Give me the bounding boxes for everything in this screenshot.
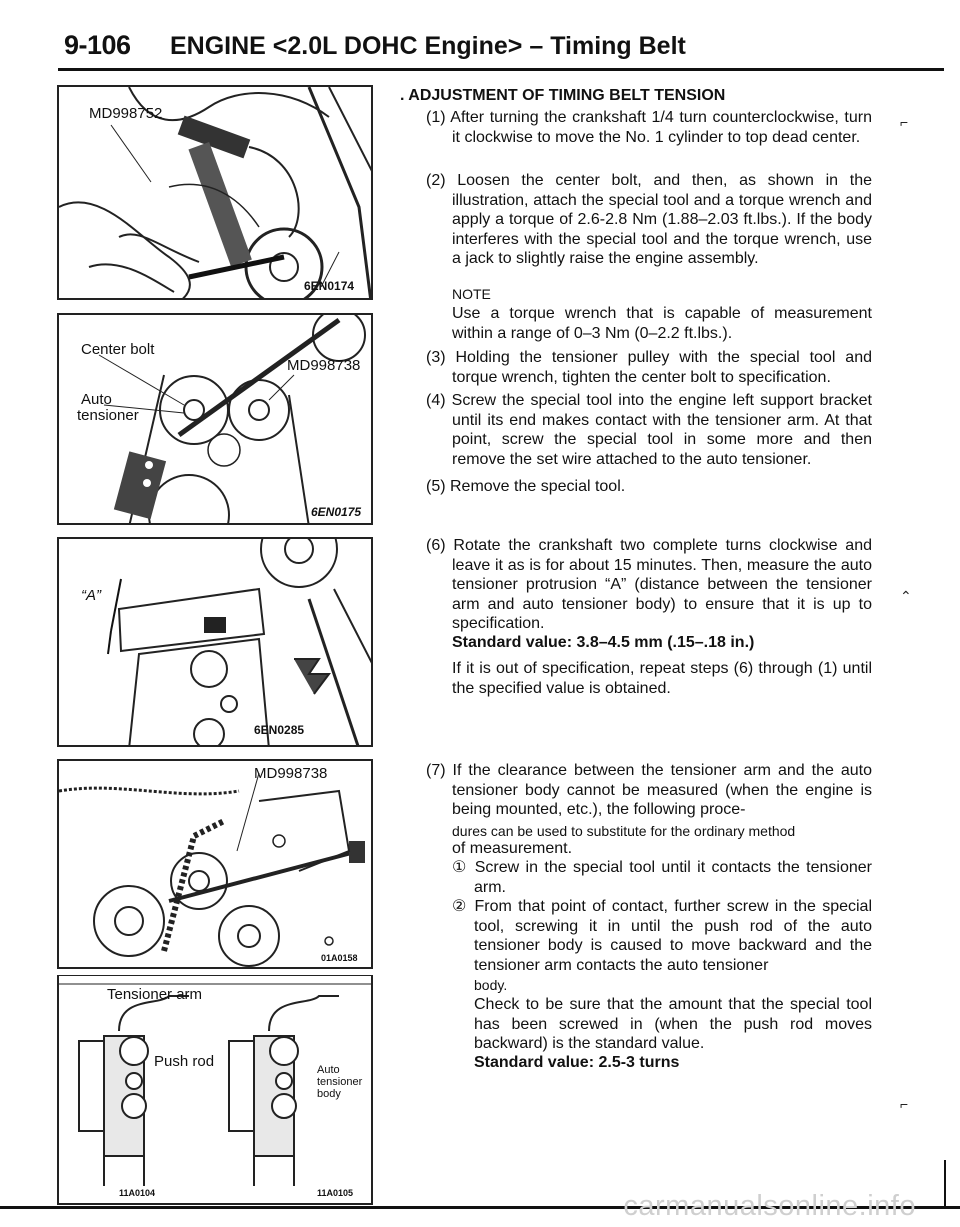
- label-tensioner-arm: Tensioner arm: [107, 986, 203, 1003]
- label-md998752: MD998752: [89, 105, 163, 122]
- figure-2-drawing: [98, 315, 366, 523]
- label-auto: Auto: [81, 391, 112, 408]
- corner-rule: [944, 1160, 946, 1206]
- step-7-text: (7) If the clearance between the tension…: [426, 762, 872, 818]
- section-title: . ADJUSTMENT OF TIMING BELT TENSION: [400, 87, 726, 104]
- figure-code-right: 11A0105: [317, 1188, 354, 1198]
- label-md998738: MD998738: [254, 765, 328, 782]
- figure-code: 6EN0175: [311, 505, 362, 519]
- substep-2: ② From that point of contact, further sc…: [452, 897, 872, 975]
- step-7: (7) If the clearance between the tension…: [426, 761, 872, 820]
- standard-value-protrusion: Standard value: 3.8–4.5 mm (.15–.18 in.): [452, 634, 755, 651]
- step-2-text: (2) Loosen the center bolt, and then, as…: [426, 172, 872, 267]
- margin-mark: ⌐: [900, 114, 909, 130]
- step-3-text: (3) Holding the tensioner pulley with th…: [426, 349, 872, 386]
- figure-center-bolt: Center bolt Auto tensioner MD998738 6EN0…: [57, 313, 373, 525]
- label-auto: Auto: [317, 1064, 340, 1076]
- step-6-repeat-text: If it is out of specification, repeat st…: [452, 660, 872, 697]
- figure-5-drawing: [59, 983, 371, 1186]
- substep-1: ① Screw in the special tool until it con…: [452, 858, 872, 897]
- header-divider: [58, 68, 944, 71]
- substep-2-end: body.: [474, 977, 508, 993]
- figure-protrusion-a: “A” 6EN0285: [57, 537, 373, 747]
- note-text: Use a torque wrench that is capable of m…: [452, 305, 872, 342]
- page-header: 9-106 ENGINE <2.0L DOHC Engine> – Timing…: [0, 0, 960, 80]
- figure-code: 6EN0285: [254, 723, 305, 737]
- label-md998738: MD998738: [287, 357, 361, 374]
- step-5-text: (5) Remove the special tool.: [426, 478, 626, 495]
- note-label: NOTE: [452, 286, 491, 302]
- step-6-repeat: If it is out of specification, repeat st…: [452, 659, 872, 698]
- figure-push-rod: Tensioner arm Push rod Auto tensioner bo…: [57, 975, 373, 1205]
- figure-code: 6EN0174: [304, 279, 355, 293]
- footer-divider: [0, 1206, 960, 1209]
- figure-special-tool-installed: MD998738 01A0158: [57, 759, 373, 969]
- step-6: (6) Rotate the crankshaft two complete t…: [426, 536, 872, 634]
- figure-4-drawing: [59, 772, 365, 967]
- substep-2-text: ② From that point of contact, further sc…: [452, 898, 872, 974]
- check-text: Check to be sure that the amount that th…: [474, 996, 872, 1052]
- figure-tool-md998752: MD998752 6EN0174: [57, 85, 373, 300]
- step-4-text: (4) Screw the special tool into the engi…: [426, 392, 872, 468]
- page-number: 9-106: [64, 30, 131, 60]
- substep-1-text: ① Screw in the special tool until it con…: [452, 859, 872, 896]
- standard-value-turns: Standard value: 2.5-3 turns: [474, 1054, 680, 1071]
- figure-1-drawing: [59, 87, 371, 298]
- step-6-text: (6) Rotate the crankshaft two complete t…: [426, 537, 872, 632]
- margin-mark: ⌐: [900, 1096, 909, 1112]
- label-a: “A”: [81, 587, 101, 604]
- label-body: body: [317, 1088, 341, 1100]
- label-push-rod: Push rod: [154, 1053, 215, 1070]
- figure-code: 01A0158: [321, 953, 358, 963]
- step-7-end: of measurement.: [452, 840, 573, 857]
- step-1-text: (1) After turning the crankshaft 1/4 tur…: [426, 109, 872, 146]
- step-5: (5) Remove the special tool.: [426, 477, 872, 497]
- step-4: (4) Screw the special tool into the engi…: [426, 391, 872, 469]
- label-tensioner: tensioner: [317, 1076, 363, 1088]
- step-3: (3) Holding the tensioner pulley with th…: [426, 348, 872, 387]
- illustration-column: MD998752 6EN0174 Center bolt Auto tensio…: [57, 85, 373, 1205]
- figure-3-drawing: [107, 539, 371, 745]
- step-1: (1) After turning the crankshaft 1/4 tur…: [426, 108, 872, 147]
- watermark: carmanualsonline.info: [623, 1190, 916, 1222]
- margin-mark: ⌃: [900, 588, 912, 604]
- figure-code-left: 11A0104: [119, 1188, 156, 1198]
- step-2: (2) Loosen the center bolt, and then, as…: [426, 171, 872, 269]
- label-tensioner: tensioner: [77, 407, 139, 424]
- page-title: ENGINE <2.0L DOHC Engine> – Timing Belt: [170, 32, 686, 60]
- label-center-bolt: Center bolt: [81, 341, 155, 358]
- step-7-continued: dures can be used to substitute for the …: [452, 823, 796, 839]
